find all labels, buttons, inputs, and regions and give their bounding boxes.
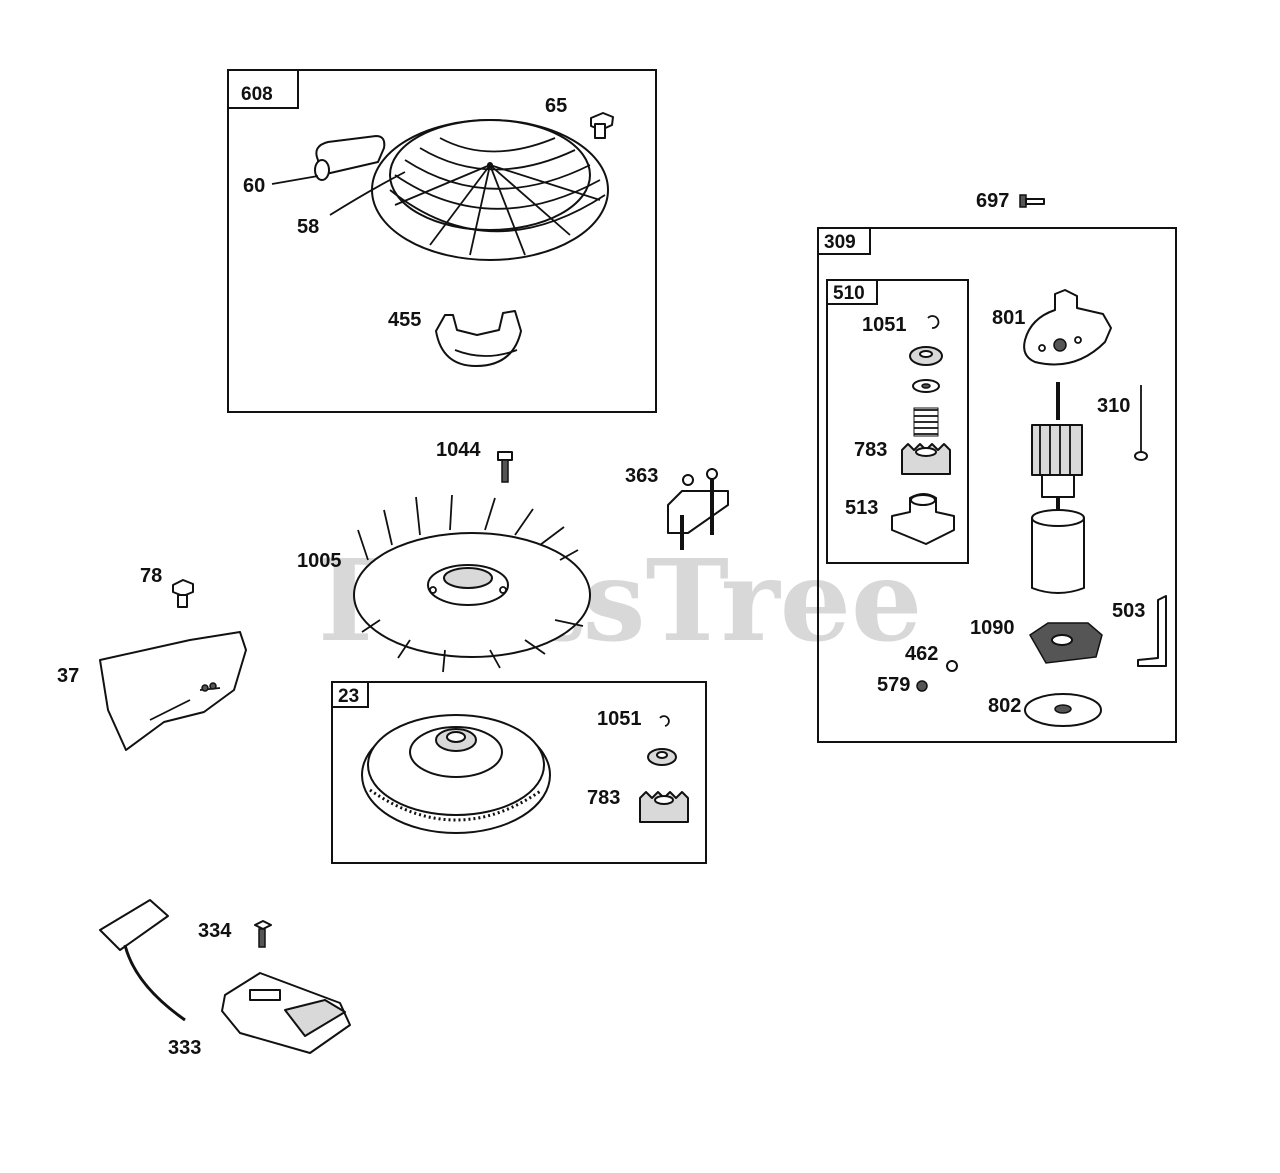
spacer-363[interactable] [667, 468, 729, 550]
starter-rope-58[interactable] [329, 171, 406, 216]
callout-1051-a[interactable]: 1051 [862, 314, 907, 336]
callout-58[interactable]: 58 [297, 216, 319, 238]
callout-78[interactable]: 78 [140, 565, 162, 587]
ignition-coil-333[interactable] [99, 899, 351, 1054]
box-510: 510 [826, 279, 969, 564]
callout-37[interactable]: 37 [57, 665, 79, 687]
box-23: 23 [331, 681, 707, 864]
spring-510[interactable] [913, 407, 939, 437]
collar-510[interactable] [909, 346, 943, 366]
callout-579[interactable]: 579 [877, 674, 910, 696]
callout-333[interactable]: 333 [168, 1037, 201, 1059]
starter-handle-60[interactable] [314, 135, 386, 181]
washer-510[interactable] [912, 379, 940, 393]
nut-579[interactable] [916, 680, 928, 692]
callout-1090[interactable]: 1090 [970, 617, 1015, 639]
callout-1051-b[interactable]: 1051 [597, 708, 642, 730]
box-309: 309 [817, 227, 1177, 743]
bolt-65[interactable] [590, 112, 614, 139]
clip-1051-b[interactable] [659, 715, 670, 727]
callout-783-b[interactable]: 783 [587, 787, 620, 809]
callout-455[interactable]: 455 [388, 309, 421, 331]
end-cap-801[interactable] [1023, 289, 1112, 366]
callout-783-a[interactable]: 783 [854, 439, 887, 461]
screw-1044[interactable] [497, 451, 513, 483]
pinion-gear-783-b[interactable] [639, 791, 689, 823]
screw-697[interactable] [1019, 194, 1045, 208]
callout-65[interactable]: 65 [545, 95, 567, 117]
starter-cup-455[interactable] [435, 310, 522, 367]
fan-1005[interactable] [353, 494, 591, 673]
washer-462[interactable] [946, 660, 958, 672]
drive-513[interactable] [891, 493, 955, 545]
callout-1005[interactable]: 1005 [297, 550, 342, 572]
callout-334[interactable]: 334 [198, 920, 232, 942]
callout-310[interactable]: 310 [1097, 395, 1130, 417]
box-510-label: 510 [833, 283, 865, 304]
callout-697[interactable]: 697 [976, 190, 1009, 212]
callout-801[interactable]: 801 [992, 307, 1025, 329]
brush-holder-1090[interactable] [1029, 622, 1103, 664]
callout-1044[interactable]: 1044 [436, 439, 481, 461]
collar-23[interactable] [647, 748, 677, 766]
screw-334[interactable] [254, 920, 272, 948]
shroud-37[interactable] [99, 631, 247, 751]
through-bolt-310[interactable] [1134, 385, 1148, 461]
callout-513[interactable]: 513 [845, 497, 878, 519]
callout-802[interactable]: 802 [988, 695, 1021, 717]
box-23-label: 23 [338, 686, 359, 707]
recoil-starter-housing[interactable] [371, 119, 609, 261]
clip-1051-a[interactable] [927, 315, 940, 329]
box-309-label: 309 [824, 232, 856, 253]
end-plate-802[interactable] [1024, 693, 1102, 727]
bolt-78[interactable] [172, 579, 194, 608]
box-608: 608 [227, 69, 657, 413]
flywheel[interactable] [361, 714, 551, 834]
callout-503[interactable]: 503 [1112, 600, 1145, 622]
armature[interactable] [1031, 382, 1083, 510]
box-608-label: 608 [241, 84, 273, 105]
callout-60[interactable]: 60 [243, 175, 265, 197]
motor-housing[interactable] [1031, 509, 1085, 594]
pinion-gear-783-a[interactable] [901, 443, 951, 475]
callout-462[interactable]: 462 [905, 643, 938, 665]
callout-363[interactable]: 363 [625, 465, 658, 487]
strap-503[interactable] [1137, 595, 1167, 667]
